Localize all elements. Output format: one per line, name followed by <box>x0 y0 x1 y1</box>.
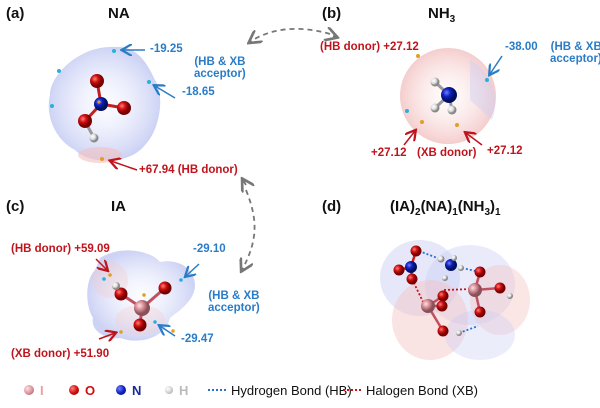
esp-minimum-point <box>50 104 54 108</box>
legend-item-halogen-bond: Halogen Bond (XB) <box>343 380 478 400</box>
legend-label: Halogen Bond (XB) <box>366 382 479 398</box>
esp-minimum-point <box>112 49 116 53</box>
acceptor-line1: (HB & XB <box>550 41 600 53</box>
oxygen-atom <box>158 281 172 295</box>
hydrogen-atom <box>89 133 99 143</box>
na-acceptor-label: (HB & XB acceptor) <box>194 56 246 80</box>
nitrogen-ball-icon <box>116 385 126 395</box>
na-donor-value: +67.94 <box>139 164 175 176</box>
hb-donor-value: +59.09 <box>74 243 110 255</box>
legend-item-oxygen: O <box>69 380 95 400</box>
esp-maximum-point <box>416 54 420 58</box>
legend-item-hydrogen: H <box>165 380 188 400</box>
ia-xb-donor-label: (XB donor) +51.90 <box>11 348 109 360</box>
panel-title-c: IA <box>111 198 126 215</box>
oxygen-atom <box>117 101 131 115</box>
esp-minimum-point <box>405 109 409 113</box>
hb-donor-value: +27.12 <box>383 41 419 53</box>
nh3-acceptor-label: (HB & XB acceptor) <box>550 41 600 65</box>
ia-hb-donor-label: (HB donor) +59.09 <box>11 243 110 255</box>
ia-acceptor-bottom-value: -29.47 <box>181 333 214 345</box>
na-molecule <box>48 47 176 171</box>
acceptor-line2: acceptor) <box>208 302 260 314</box>
acceptor-line1: (HB & XB <box>194 56 246 68</box>
esp-minimum-point <box>147 80 151 84</box>
title-main: NH <box>428 5 450 22</box>
nh3-xb-right-value: +27.12 <box>487 145 523 157</box>
acceptor-line2: acceptor) <box>194 68 246 80</box>
title-part: (NH <box>457 198 485 215</box>
acceptor-line2: acceptor) <box>550 53 600 65</box>
panel-title-d: (IA)2(NA)1(NH3)1 <box>390 198 501 218</box>
panel-label-c: (c) <box>6 198 25 215</box>
panel-label-b: (b) <box>322 5 342 22</box>
hydrogen-atom <box>430 103 440 113</box>
nitrogen-atom <box>94 97 108 111</box>
ia-molecule <box>87 250 200 340</box>
na-donor-text: (HB donor) <box>177 164 238 176</box>
title-part: (NA) <box>420 198 453 215</box>
acceptor-line1: (HB & XB <box>208 290 260 302</box>
legend-label: Hydrogen Bond (HB) <box>231 382 352 398</box>
iodine-ball-icon <box>24 385 34 395</box>
hydrogen-atom <box>447 105 457 115</box>
panel-label-a: (a) <box>6 5 25 22</box>
blue-dotted-line-icon <box>208 389 226 391</box>
legend-item-hydrogen-bond: Hydrogen Bond (HB) <box>208 380 352 400</box>
nh3-hb-donor-label: (HB donor) +27.12 <box>320 41 419 53</box>
oxygen-atom <box>90 74 104 88</box>
iodine-atom <box>134 300 150 316</box>
panel-title-b: NH3 <box>428 5 455 25</box>
title-sub: 3 <box>449 14 456 25</box>
ia-acceptor-label: (HB & XB acceptor) <box>208 290 260 314</box>
cluster-complex <box>380 240 530 360</box>
nitrogen-atom <box>441 87 457 103</box>
hb-donor-text: (HB donor) <box>320 41 381 53</box>
curved-arrow-na-ia <box>242 189 256 270</box>
hydrogen-atom <box>430 77 440 87</box>
legend-item-nitrogen: N <box>116 380 141 400</box>
oxygen-atom <box>114 287 128 301</box>
hydrogen-ball-icon <box>165 386 173 394</box>
red-dotted-line-icon <box>343 389 361 391</box>
xb-donor-text: (XB donor) <box>11 348 71 360</box>
title-sub: 1 <box>495 207 501 218</box>
nh3-xb-donor-text: (XB donor) <box>417 147 477 159</box>
esp-minimum-point <box>485 78 489 82</box>
na-value-top: -19.25 <box>150 43 183 55</box>
nh3-acceptor-value: -38.00 <box>505 41 538 53</box>
esp-minimum-point <box>57 69 61 73</box>
hb-donor-text: (HB donor) <box>11 243 72 255</box>
title-part: ) <box>490 198 496 215</box>
legend: I O N H Hydrogen Bond (HB) Halogen Bond … <box>0 380 600 400</box>
esp-maximum-point <box>420 120 424 124</box>
esp-maximum-point <box>455 123 459 127</box>
xb-donor-value: +51.90 <box>73 348 110 360</box>
esp-maximum-point <box>100 157 104 161</box>
title-sub: 2 <box>415 207 421 218</box>
ia-acceptor-top-value: -29.10 <box>193 243 226 255</box>
nh3-xb-left-value: +27.12 <box>371 147 407 159</box>
legend-label: I <box>40 382 44 398</box>
oxygen-ball-icon <box>69 385 79 395</box>
legend-item-iodine: I <box>24 380 44 400</box>
nh3-molecule <box>400 48 503 146</box>
curved-arrow-na-nh3 <box>250 27 331 42</box>
legend-label: N <box>132 382 142 398</box>
oxygen-atom <box>78 114 92 128</box>
na-value-right: -18.65 <box>182 86 215 98</box>
panel-title-a: NA <box>108 5 130 22</box>
title-sub: 3 <box>484 207 491 218</box>
na-donor-label: +67.94 (HB donor) <box>139 164 238 176</box>
title-part: (IA) <box>390 198 415 215</box>
oxygen-atom <box>133 318 147 332</box>
panel-label-d: (d) <box>322 198 342 215</box>
title-sub: 1 <box>452 207 458 218</box>
legend-label: H <box>179 382 189 398</box>
hydrogen-atom <box>112 282 120 290</box>
legend-label: O <box>85 382 96 398</box>
